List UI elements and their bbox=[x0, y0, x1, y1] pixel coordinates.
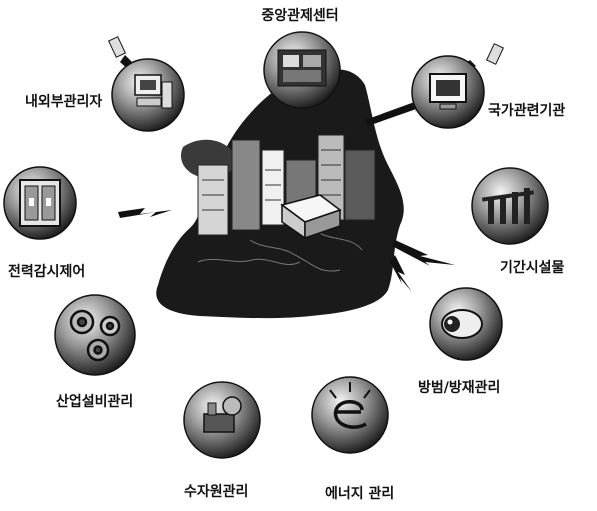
node-water-resources bbox=[183, 381, 261, 459]
satellite-phone-icon bbox=[486, 43, 504, 65]
satellite-phone-icon bbox=[108, 36, 126, 58]
security-disaster-label: 방범/방재관리 bbox=[418, 380, 501, 396]
infrastructure-pillars-icon bbox=[481, 188, 535, 224]
internal-managers-label: 내외부관리자 bbox=[25, 94, 103, 110]
node-power-monitoring bbox=[3, 166, 77, 240]
node-security-disaster bbox=[429, 287, 503, 361]
national-agencies-label: 국가관련기관 bbox=[488, 103, 566, 119]
water-pump-icon bbox=[203, 396, 242, 433]
water-resources-label: 수자원관리 bbox=[184, 484, 249, 500]
gears-icon bbox=[69, 309, 121, 362]
central-control-sphere bbox=[263, 31, 341, 109]
computer-workstation-icon bbox=[134, 74, 173, 109]
node-internal-managers bbox=[108, 36, 185, 132]
industrial-equipment-label: 산업설비관리 bbox=[56, 394, 134, 410]
energy-e-icon bbox=[333, 400, 367, 429]
node-infrastructure bbox=[471, 167, 549, 245]
camera-icon bbox=[441, 309, 483, 339]
power-monitoring-label: 전력감시제어 bbox=[8, 264, 86, 280]
node-national-agencies bbox=[411, 43, 504, 129]
monitor-icon bbox=[429, 73, 467, 110]
central-control-label: 중앙관제센터 bbox=[261, 8, 339, 24]
node-industrial-equipment bbox=[54, 294, 136, 376]
switchboard-icon bbox=[19, 179, 61, 227]
city-buildings bbox=[197, 134, 376, 240]
node-energy bbox=[311, 376, 389, 454]
infrastructure-label: 기간시설물 bbox=[500, 260, 565, 276]
energy-label: 에너지 관리 bbox=[325, 486, 395, 502]
